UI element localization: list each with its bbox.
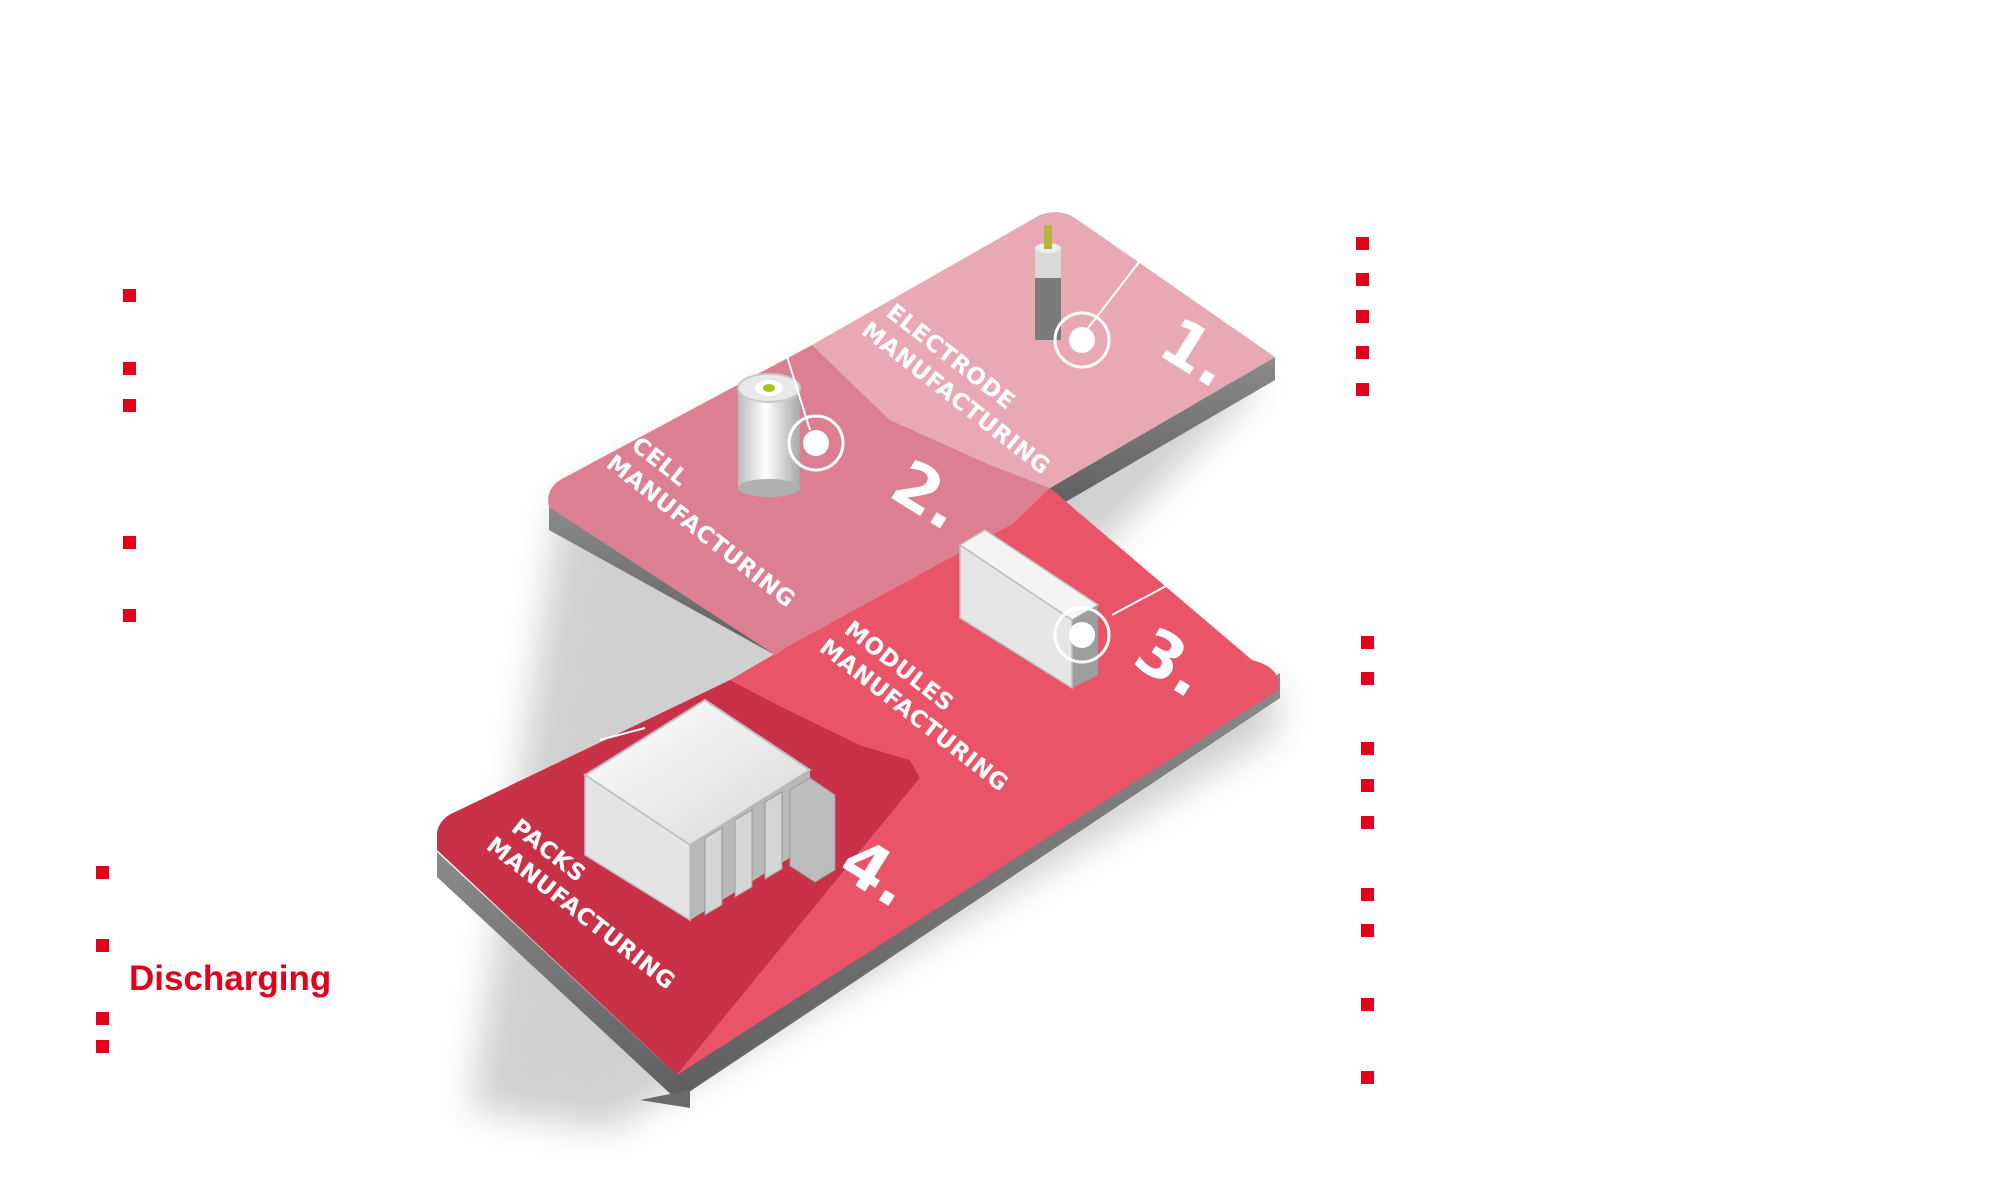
hotspot-leader-4 — [599, 727, 646, 741]
right-marker-5[interactable] — [1356, 383, 1369, 396]
right-marker-3[interactable] — [1356, 310, 1369, 323]
right-marker-7[interactable] — [1361, 672, 1374, 685]
hotspot-leader-1 — [1084, 234, 1161, 333]
left-marker-9[interactable] — [96, 1040, 109, 1053]
stage-region-electrode[interactable] — [812, 212, 1275, 488]
hotspot-circle-icon[interactable] — [787, 414, 845, 472]
left-marker-2[interactable] — [123, 362, 136, 375]
hotspot-leader-3 — [1111, 564, 1206, 616]
left-marker-1[interactable] — [123, 289, 136, 302]
left-marker-6[interactable] — [96, 866, 109, 879]
right-marker-12[interactable] — [1361, 924, 1374, 937]
left-marker-4[interactable] — [123, 536, 136, 549]
right-marker-2[interactable] — [1356, 273, 1369, 286]
stage-region-cell[interactable] — [548, 345, 1050, 655]
right-marker-11[interactable] — [1361, 888, 1374, 901]
right-marker-9[interactable] — [1361, 779, 1374, 792]
electrode-rod-icon — [1035, 225, 1061, 340]
right-marker-14[interactable] — [1361, 1071, 1374, 1084]
right-marker-6[interactable] — [1361, 636, 1374, 649]
right-marker-4[interactable] — [1356, 346, 1369, 359]
left-marker-5[interactable] — [123, 609, 136, 622]
right-marker-8[interactable] — [1361, 742, 1374, 755]
battery-module-icon — [958, 529, 1100, 690]
hotspot-circle-icon[interactable] — [1053, 311, 1111, 369]
battery-cell-icon — [737, 373, 801, 497]
discharging-label[interactable]: Discharging — [129, 959, 332, 998]
left-marker-3[interactable] — [123, 399, 136, 412]
left-marker-7[interactable] — [96, 939, 109, 952]
right-marker-13[interactable] — [1361, 998, 1374, 1011]
left-marker-8[interactable] — [96, 1012, 109, 1025]
right-marker-10[interactable] — [1361, 816, 1374, 829]
stage-region-modules[interactable] — [677, 488, 1279, 1075]
hotspot-circle-icon[interactable] — [1053, 606, 1111, 664]
right-marker-1[interactable] — [1356, 237, 1369, 250]
battery-pack-icon — [583, 698, 836, 922]
